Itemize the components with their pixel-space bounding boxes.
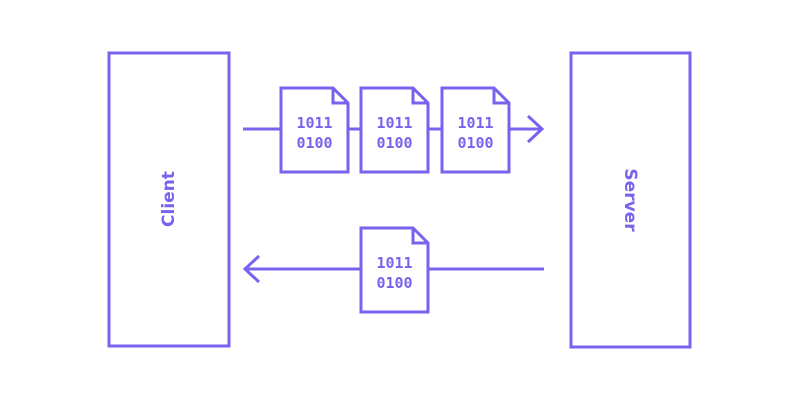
document-icon bbox=[359, 226, 430, 314]
page-fold-icon bbox=[411, 88, 428, 105]
packet-bits-line-2: 0100 bbox=[457, 134, 493, 152]
outbound-packet: 1011 0100 bbox=[440, 86, 511, 174]
packet-bits-line-1: 1011 bbox=[296, 114, 332, 132]
packet-bits-line-2: 0100 bbox=[296, 134, 332, 152]
outbound-packet: 1011 0100 bbox=[279, 86, 350, 174]
packet-bits-line-2: 0100 bbox=[376, 134, 412, 152]
document-icon bbox=[359, 86, 430, 174]
client-node: Client bbox=[107, 51, 231, 348]
document-icon bbox=[279, 86, 350, 174]
server-box bbox=[569, 51, 692, 349]
packet-bits-line-1: 1011 bbox=[457, 114, 493, 132]
client-box bbox=[107, 51, 231, 348]
document-icon bbox=[440, 86, 511, 174]
client-label: Client bbox=[159, 171, 179, 227]
request-arrowhead bbox=[526, 114, 545, 144]
outbound-packet: 1011 0100 bbox=[359, 86, 430, 174]
inbound-packet: 1011 0100 bbox=[359, 226, 430, 314]
server-label: Server bbox=[620, 168, 640, 232]
packet-bits-line-2: 0100 bbox=[376, 274, 412, 292]
page-fold-icon bbox=[331, 88, 348, 105]
page-fold-icon bbox=[411, 228, 428, 245]
inbound-packets: 1011 0100 bbox=[359, 226, 430, 314]
outbound-packets: 1011 0100 1011 0100 1011 0100 bbox=[279, 86, 511, 174]
response-arrowhead bbox=[242, 254, 261, 284]
packet-bits-line-1: 1011 bbox=[376, 254, 412, 272]
server-node: Server bbox=[569, 51, 692, 349]
page-fold-icon bbox=[492, 88, 509, 105]
packet-bits-line-1: 1011 bbox=[376, 114, 412, 132]
